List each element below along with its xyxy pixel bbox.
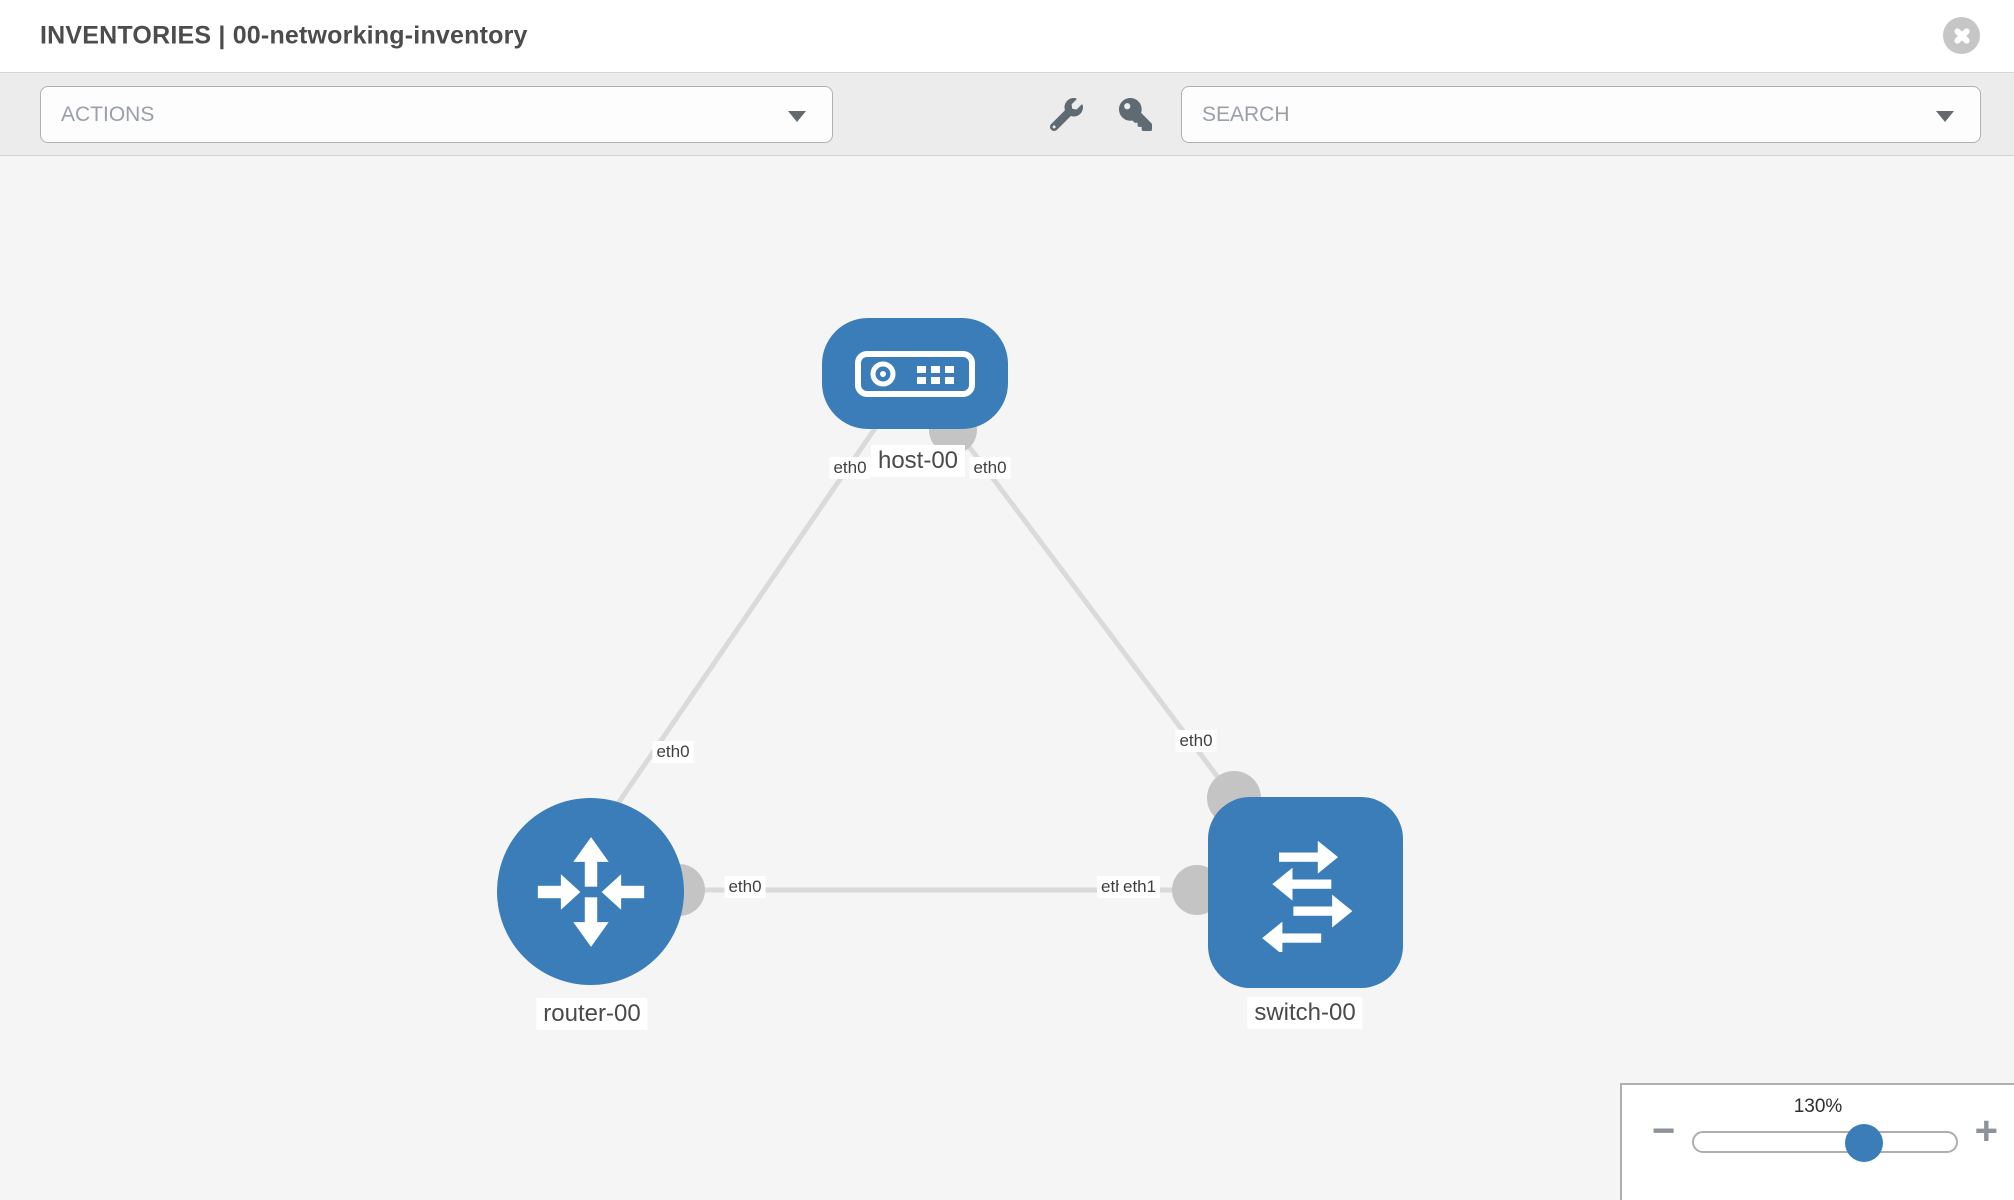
switch-icon [1261, 840, 1352, 952]
link-host-router[interactable] [605, 422, 881, 820]
actions-dropdown[interactable]: ACTIONS [40, 86, 833, 143]
iface-label-eth0: eth0 [969, 457, 1011, 479]
search-dropdown[interactable]: SEARCH [1181, 86, 1981, 143]
close-icon[interactable] [1943, 17, 1980, 54]
zoom-in-button[interactable]: + [1974, 1109, 1998, 1153]
router-icon [537, 836, 644, 947]
wrench-icon[interactable] [1046, 94, 1086, 134]
iface-label-eth0: eth0 [1175, 730, 1217, 752]
zoom-value: 130% [1793, 1096, 1843, 1117]
node-router-00[interactable] [497, 798, 684, 985]
links-layer [605, 406, 1261, 916]
chevron-down-icon [788, 110, 806, 122]
zoom-out-button[interactable]: − [1652, 1109, 1676, 1153]
host-icon [855, 350, 975, 397]
zoom-slider-handle[interactable] [1845, 1124, 1884, 1162]
iface-label-eth0: eth0 [652, 741, 694, 763]
iface-label-eth0: eth0 [829, 457, 871, 479]
node-label-host-00: host-00 [870, 445, 966, 477]
node-switch-00[interactable] [1208, 797, 1403, 988]
zoom-panel: 130% − + [1620, 1083, 2014, 1200]
iface-label-eth0: eth0 [724, 876, 766, 898]
wrench-icon-glyph [1049, 97, 1083, 131]
chevron-down-icon [1936, 110, 1954, 122]
panel-header: INVENTORIES | 00-networking-inventory [0, 0, 2014, 72]
iface-label-eth1: eth1 [1119, 876, 1161, 898]
key-icon[interactable] [1115, 94, 1155, 134]
node-label-switch-00: switch-00 [1247, 997, 1363, 1029]
toolbar: ACTIONS SEARCH [0, 72, 2014, 156]
search-dropdown-label: SEARCH [1202, 102, 1290, 126]
node-label-router-00: router-00 [536, 998, 648, 1030]
node-host-00[interactable] [822, 318, 1008, 429]
actions-dropdown-label: ACTIONS [61, 102, 155, 126]
page-title: INVENTORIES | 00-networking-inventory [40, 21, 528, 50]
topology-canvas[interactable]: host-00 router-00 switch-00 eth0 eth0 et… [0, 156, 2014, 1200]
key-icon-glyph [1118, 97, 1152, 131]
zoom-slider-track[interactable] [1692, 1124, 1958, 1162]
